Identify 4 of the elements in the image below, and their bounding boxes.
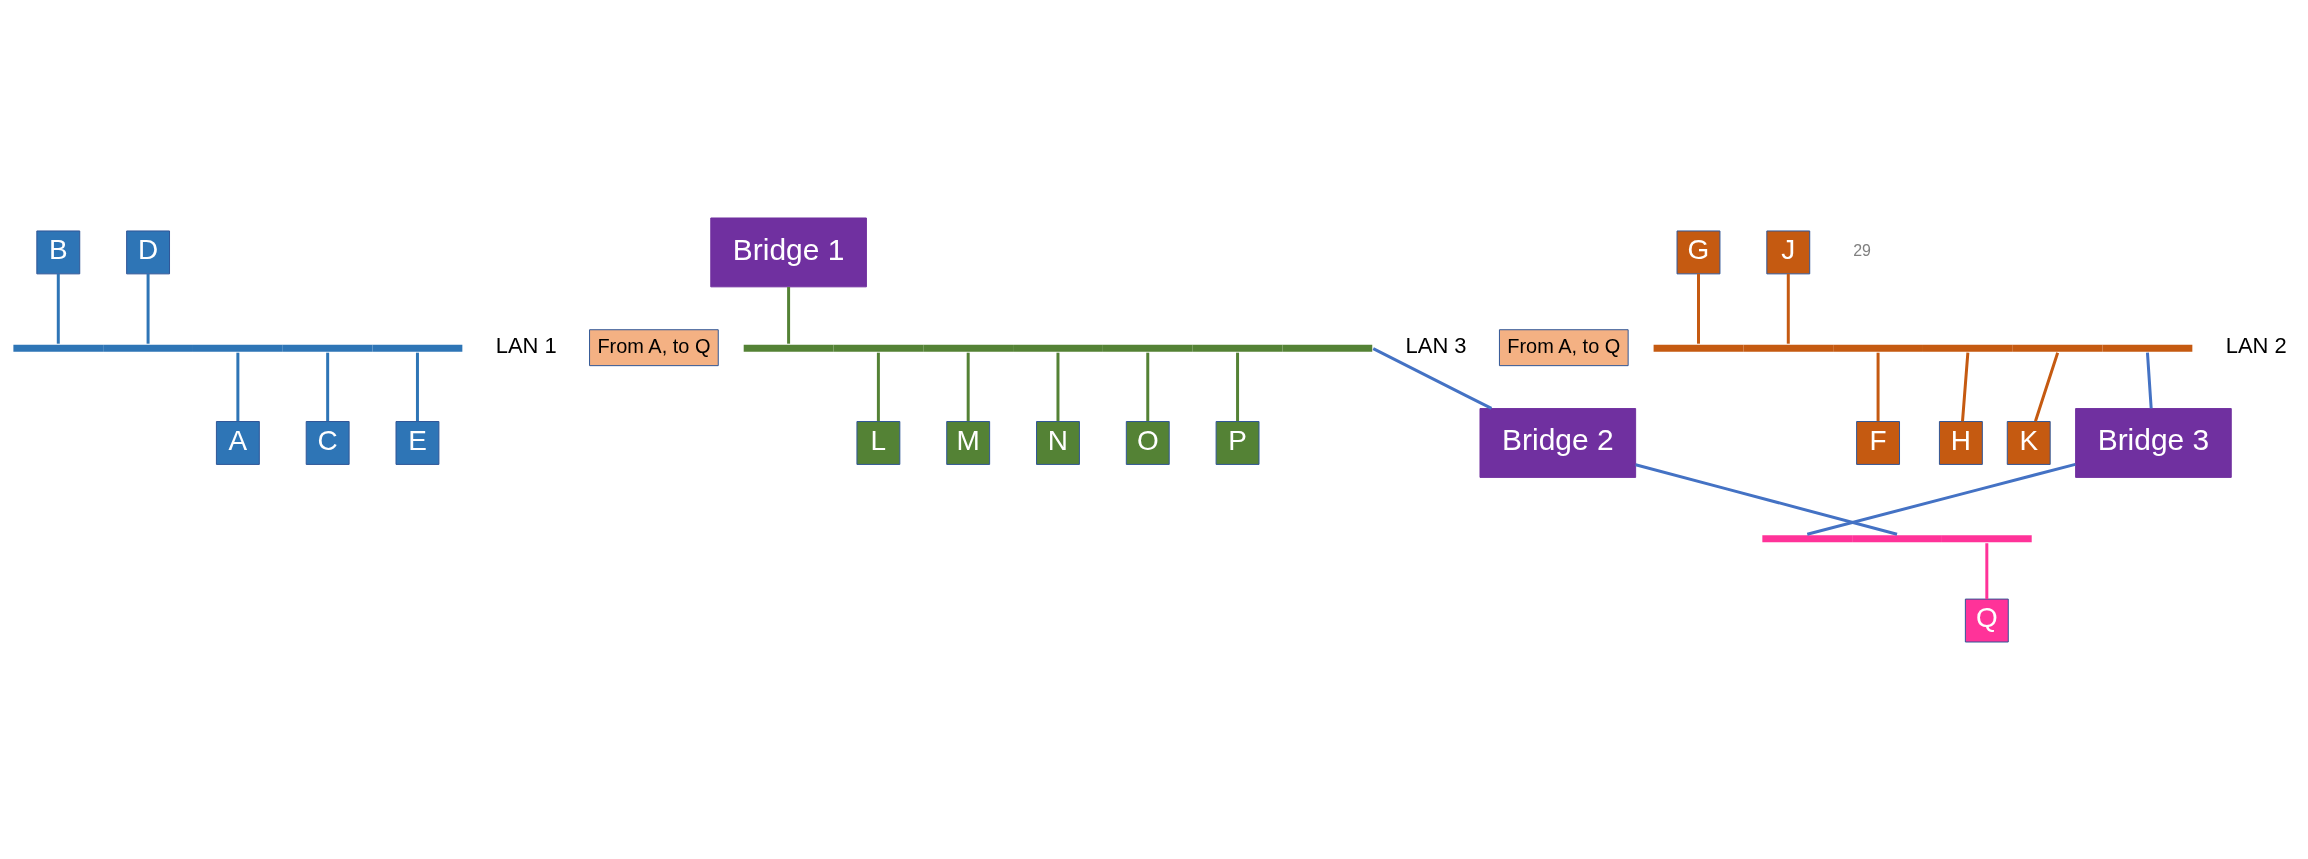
node-label: LAN 3 [1405, 332, 1467, 358]
node-label: LAN 1 [495, 332, 557, 358]
label: 29 [1853, 241, 1871, 259]
node-label: LAN 2 [2225, 332, 2287, 358]
